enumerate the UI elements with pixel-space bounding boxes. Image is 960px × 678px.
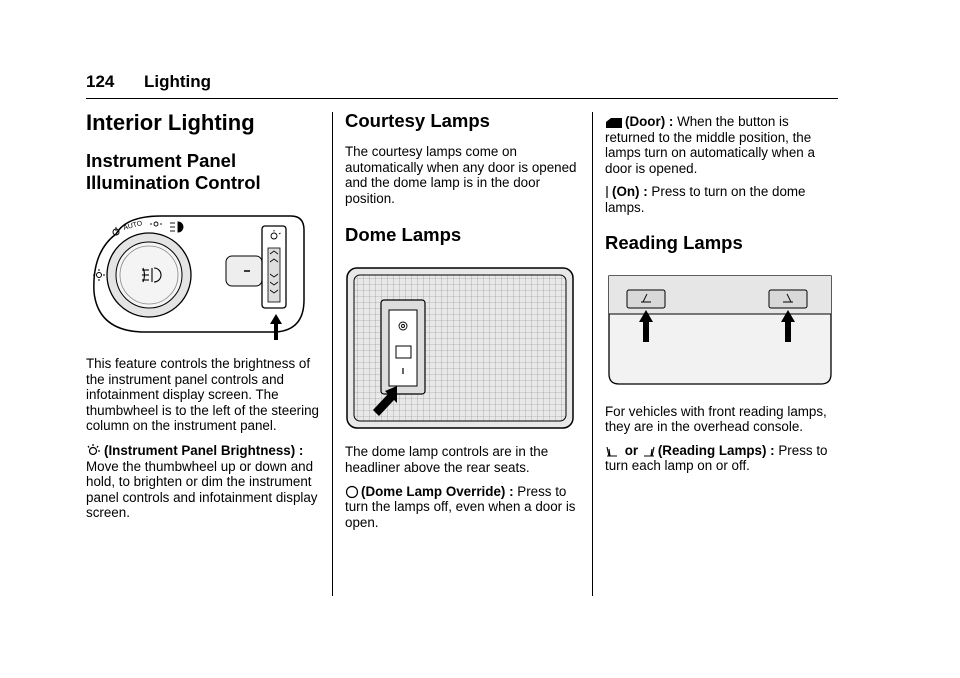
- courtesy-lamps-text: The courtesy lamps come on automatically…: [345, 144, 577, 206]
- on-label: (On) :: [612, 184, 648, 200]
- page-number: 124: [86, 72, 115, 91]
- dome-override-label: (Dome Lamp Override) :: [361, 483, 514, 499]
- ip-brightness-entry: (Instrument Panel Brightness) : Move the…: [86, 442, 321, 521]
- courtesy-lamps-title: Courtesy Lamps: [345, 110, 490, 131]
- reading-lamps-figure: [608, 274, 832, 385]
- column-2: Courtesy Lamps The courtesy lamps come o…: [345, 110, 580, 538]
- on-icon: [606, 186, 608, 199]
- parking-lamp-top-icon: [150, 221, 162, 227]
- reading-lamps-entry: or (Reading Lamps) : Press to turn each …: [605, 443, 840, 474]
- arrow-icon: [639, 309, 653, 342]
- column-divider: [592, 112, 593, 596]
- reading-lamp-left-icon: [606, 446, 617, 457]
- column-3: (Door) : When the button is returned to …: [605, 114, 840, 482]
- ip-brightness-icon: [270, 230, 281, 240]
- subtitle-instrument-panel: Instrument Panel Illumination Control: [86, 150, 261, 193]
- dome-override-entry: (Dome Lamp Override) : Press to turn the…: [345, 484, 580, 531]
- dome-override-icon: [398, 321, 408, 331]
- reading-lamps-text: For vehicles with front reading lamps, t…: [605, 403, 827, 435]
- auto-label: AUTO: [123, 220, 144, 232]
- door-text: When the button is returned to the middl…: [605, 114, 815, 176]
- ip-brightness-icon: [87, 443, 100, 456]
- reading-lamps-press: Press to turn each lamp on or off.: [605, 442, 828, 474]
- arrow-icon: [781, 309, 795, 342]
- door-icon: [606, 118, 622, 128]
- door-entry: (Door) : When the button is returned to …: [605, 114, 840, 176]
- headlamp-icon: [170, 221, 184, 233]
- reading-or: or: [621, 442, 642, 458]
- fog-lamp-icon: [142, 267, 162, 283]
- dome-lamp-figure: [346, 267, 574, 430]
- ip-description: This feature controls the brightness of …: [86, 356, 319, 434]
- reading-lamps-label: (Reading Lamps) :: [657, 442, 775, 458]
- on-entry: (On) : Press to turn on the dome lamps.: [605, 184, 840, 215]
- reading-lamp-right-icon: [643, 446, 655, 457]
- column-divider: [332, 112, 333, 596]
- headlamp-control-figure: AUTO: [93, 215, 305, 340]
- door-label: (Door) :: [625, 114, 674, 129]
- dome-override-text: Press to turn the lamps off, even when a…: [345, 483, 576, 530]
- dome-lamps-text: The dome lamp controls are in the headli…: [345, 444, 549, 475]
- page-header: 124 Lighting: [86, 72, 838, 99]
- dome-override-icon: [345, 485, 359, 498]
- section-name: Lighting: [144, 72, 212, 91]
- ip-brightness-label: (Instrument Panel Brightness) :: [104, 442, 304, 458]
- arrow-icon: [270, 314, 282, 340]
- column-1: Interior Lighting Instrument Panel Illum…: [86, 110, 321, 529]
- reading-lamp-left-icon: [641, 293, 651, 303]
- arrow-icon: [373, 386, 397, 417]
- ip-brightness-text: Move the thumbwheel up or down and hold,…: [86, 458, 318, 521]
- page-title: Interior Lighting: [86, 110, 255, 135]
- door-icon: [395, 345, 412, 359]
- reading-lamps-title: Reading Lamps: [605, 231, 743, 253]
- parking-lamp-icon: [93, 269, 105, 281]
- reading-lamp-right-icon: [783, 293, 793, 303]
- on-text: Press to turn on the dome lamps.: [605, 184, 806, 215]
- power-icon: [112, 227, 120, 236]
- dome-lamps-title: Dome Lamps: [345, 224, 462, 246]
